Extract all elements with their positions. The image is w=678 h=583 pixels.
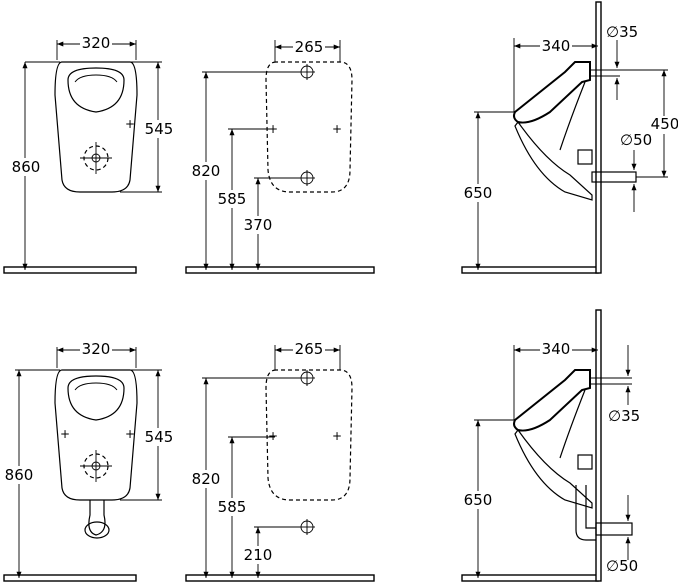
- top-side-view: 340 ∅35 450 ∅50 650: [461, 1, 678, 274]
- dim-width: 320: [82, 340, 111, 358]
- floor-line: [185, 266, 375, 274]
- svg-text:+: +: [332, 122, 342, 136]
- dim-h-low: 370: [244, 216, 273, 234]
- outlet-marker: [299, 519, 315, 535]
- wall-section: [595, 1, 602, 274]
- svg-text:+: +: [332, 429, 342, 443]
- floor-line: [461, 574, 599, 582]
- urinal-bowl: [67, 375, 125, 421]
- inlet-marker: [299, 370, 315, 386]
- floor-siphon: [575, 485, 633, 541]
- urinal-lower-profile: [514, 428, 593, 509]
- outlet-symbol: [80, 450, 112, 482]
- dim-bowl-height: 545: [145, 120, 174, 138]
- dim-rim-height: 650: [464, 184, 493, 202]
- dim-rim-height: 860: [12, 158, 41, 176]
- dim-h-low: 210: [244, 546, 273, 564]
- dim-inlet-dia: ∅35: [606, 23, 638, 41]
- bowl-rim: [74, 74, 118, 83]
- fixing-cross-right: +: [125, 117, 135, 131]
- bowl-rim: [74, 382, 118, 391]
- inlet-marker: [299, 64, 315, 80]
- urinal-front-outline: [54, 369, 138, 501]
- wall-section: [595, 309, 602, 582]
- fixing-cross-left: +: [60, 117, 70, 131]
- dim-outlet-dia: ∅50: [606, 557, 638, 575]
- floor-line: [3, 266, 137, 274]
- urinal-upper-profile: [513, 369, 591, 432]
- floor-line: [461, 266, 599, 274]
- urinal-lower-profile: [514, 120, 593, 201]
- dim-rim-height: 650: [464, 491, 493, 509]
- bottom-wall-view: + + 265 820 585 210: [185, 340, 375, 582]
- outlet-symbol: [80, 142, 112, 174]
- dim-depth: 340: [542, 37, 571, 55]
- siphon-trap: [84, 500, 110, 539]
- bowl-curve: [559, 81, 586, 151]
- dim-h-mid: 585: [218, 190, 247, 208]
- trap: [577, 454, 593, 470]
- floor-line: [3, 574, 137, 582]
- dim-width: 320: [82, 34, 111, 52]
- urinal-bowl: [67, 67, 125, 113]
- dim-bowl-height: 545: [145, 428, 174, 446]
- top-wall-view: + + 265 820 585 370: [185, 38, 375, 274]
- dim-h-upper: 820: [192, 470, 221, 488]
- urinal-outline-dashed: [265, 61, 353, 193]
- dim-h-mid: 585: [218, 498, 247, 516]
- bottom-front-view: + + 320 860 545: [3, 340, 175, 582]
- urinal-outline-dashed: [265, 369, 353, 501]
- urinal-upper-profile: [513, 61, 591, 124]
- dim-outline-width: 265: [295, 340, 324, 358]
- dim-h-upper: 820: [192, 162, 221, 180]
- urinal-front-outline: [54, 61, 138, 193]
- bowl-curve: [559, 389, 586, 459]
- dim-outline-width: 265: [295, 38, 324, 56]
- dim-depth: 340: [542, 340, 571, 358]
- dim-rim-height: 860: [5, 466, 34, 484]
- dim-spacing: 450: [651, 115, 678, 133]
- svg-text:+: +: [60, 427, 70, 441]
- dim-inlet-dia: ∅35: [608, 407, 640, 425]
- floor-line: [185, 574, 375, 582]
- top-front-view: + + 320 860 545: [3, 34, 175, 274]
- svg-text:+: +: [125, 427, 135, 441]
- dim-outlet-dia: ∅50: [620, 131, 652, 149]
- outlet-marker: [299, 170, 315, 186]
- trap: [577, 149, 593, 165]
- bottom-side-view: 340 ∅35 ∅50 650: [461, 309, 640, 582]
- svg-text:+: +: [268, 429, 278, 443]
